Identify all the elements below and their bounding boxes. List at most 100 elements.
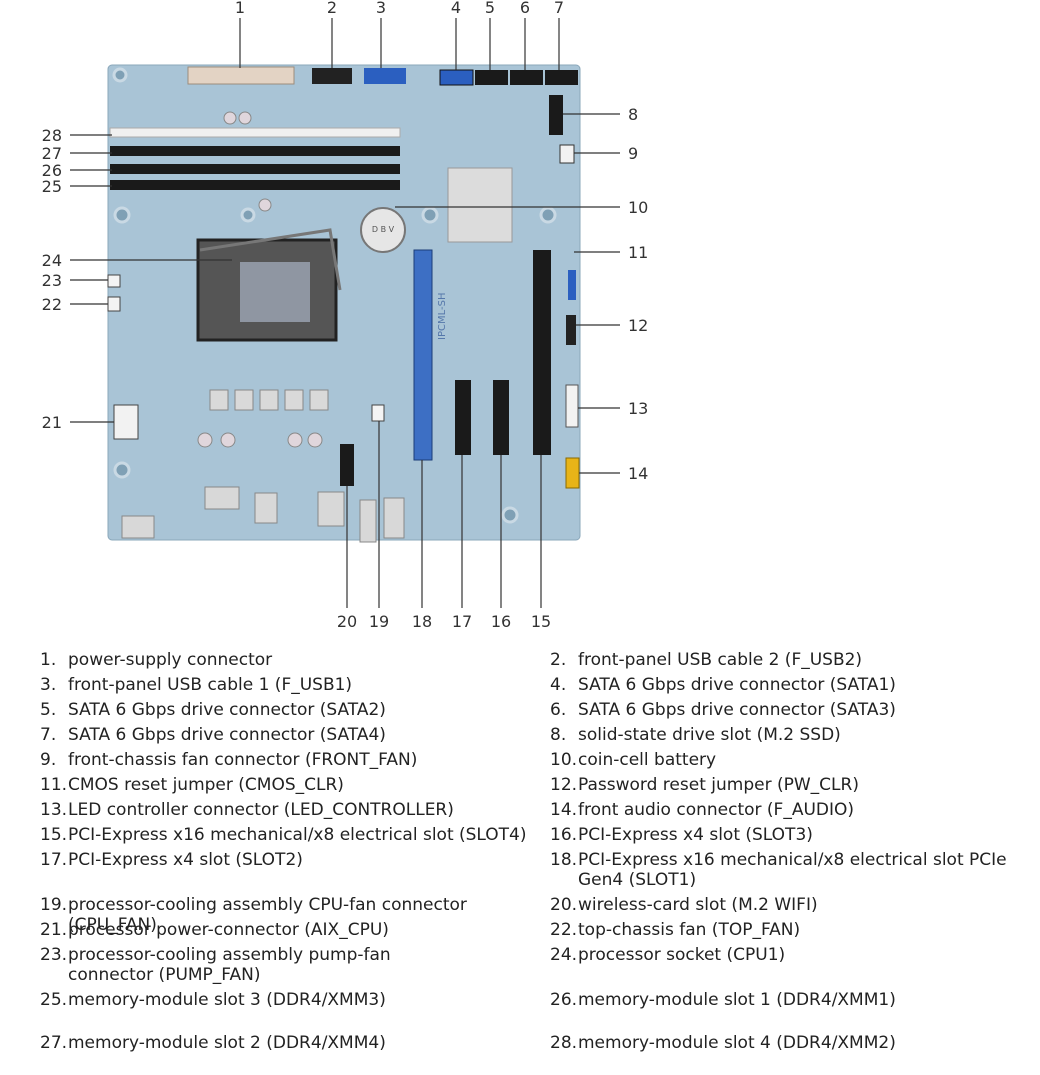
callout-25: 25 <box>42 177 62 196</box>
callout-23: 23 <box>42 271 62 290</box>
legend-text: PCI-Express x4 slot (SLOT3) <box>578 825 813 845</box>
leader-lines <box>70 18 620 608</box>
legend-num: 27. <box>40 1033 68 1053</box>
callout-16: 16 <box>491 612 511 631</box>
legend-text: front-panel USB cable 1 (F_USB1) <box>68 675 353 695</box>
legend-text: top-chassis fan (TOP_FAN) <box>578 920 801 940</box>
legend-num: 28. <box>550 1033 578 1053</box>
cpu-fan-header <box>371 404 385 422</box>
mounting-holes <box>112 67 557 524</box>
legend-text: CMOS reset jumper (CMOS_CLR) <box>68 775 344 795</box>
legend-text: memory-module slot 4 (DDR4/XMM2) <box>578 1033 896 1053</box>
legend-text: Password reset jumper (PW_CLR) <box>578 775 859 795</box>
pump-fan-header <box>107 274 121 288</box>
callout-27: 27 <box>42 144 62 163</box>
legend-num: 2. <box>550 650 567 670</box>
legend-num: 5. <box>40 700 57 720</box>
legend-text: PCI-Express x4 slot (SLOT2) <box>68 850 303 870</box>
callout-12: 12 <box>628 316 648 335</box>
callout-7: 7 <box>554 0 564 17</box>
legend-num: 21. <box>40 920 68 940</box>
power-supply-connector <box>187 66 295 85</box>
legend-num: 16. <box>550 825 578 845</box>
pcie-slot4 <box>533 250 551 455</box>
legend-text: SATA 6 Gbps drive connector (SATA2) <box>68 700 386 720</box>
pcie-slot3 <box>493 380 509 455</box>
sata2-connector <box>475 70 508 85</box>
cpu-socket-contacts <box>240 262 310 322</box>
f-audio-header <box>565 457 580 489</box>
callout-6: 6 <box>520 0 530 17</box>
callout-3: 3 <box>376 0 386 17</box>
legend-num: 1. <box>40 650 57 670</box>
memory-slots <box>109 127 401 190</box>
legend-text: memory-module slot 1 (DDR4/XMM1) <box>578 990 896 1010</box>
f-usb2-header <box>312 68 352 84</box>
legend-text: SATA 6 Gbps drive connector (SATA4) <box>68 725 386 745</box>
m2-wifi-slot <box>340 444 354 486</box>
callout-24: 24 <box>42 251 62 270</box>
callout-11: 11 <box>628 243 648 262</box>
legend-num: 11. <box>40 775 68 795</box>
sata3-connector <box>510 70 543 85</box>
sata1-connector <box>439 69 474 86</box>
legend-text: front audio connector (F_AUDIO) <box>578 800 855 820</box>
led-controller-header <box>565 384 579 428</box>
callout-15: 15 <box>531 612 551 631</box>
legend-text: memory-module slot 3 (DDR4/XMM3) <box>68 990 386 1010</box>
legend-text: PCI-Express x16 mechanical/x8 electrical… <box>68 825 527 845</box>
callout-28: 28 <box>42 126 62 145</box>
pcie-slot1 <box>413 249 433 461</box>
legend-num: 26. <box>550 990 578 1010</box>
legend-text: SATA 6 Gbps drive connector (SATA3) <box>578 700 896 720</box>
callout-17: 17 <box>452 612 472 631</box>
legend-num: 14. <box>550 800 578 820</box>
legend-num: 17. <box>40 850 68 870</box>
legend-num: 20. <box>550 895 578 915</box>
legend-num: 24. <box>550 945 578 965</box>
vrm-chokes <box>209 389 329 411</box>
callout-22: 22 <box>42 295 62 314</box>
chipset-heatsink <box>447 167 513 243</box>
pw-clr-jumper <box>566 315 576 345</box>
callout-8: 8 <box>628 105 638 124</box>
legend-num: 19. <box>40 895 68 915</box>
callout-4: 4 <box>451 0 461 17</box>
motherboard-diagram: D B V IPCML-SH <box>42 0 649 631</box>
front-fan-header <box>559 144 575 164</box>
callout-21: 21 <box>42 413 62 432</box>
legend-num: 25. <box>40 990 68 1010</box>
top-fan-header <box>107 296 121 312</box>
legend-text: front-chassis fan connector (FRONT_FAN) <box>68 750 418 770</box>
legend-num: 4. <box>550 675 567 695</box>
callout-20: 20 <box>337 612 357 631</box>
coin-cell-battery <box>360 207 406 253</box>
legend-text: solid-state drive slot (M.2 SSD) <box>578 725 841 745</box>
legend-num: 22. <box>550 920 578 940</box>
callout-9: 9 <box>628 144 638 163</box>
legend-num: 6. <box>550 700 567 720</box>
callout-13: 13 <box>628 399 648 418</box>
callout-1: 1 <box>235 0 245 17</box>
legend-text: processor-cooling assembly pump-fan conn… <box>68 945 391 985</box>
legend-num: 13. <box>40 800 68 820</box>
capacitors <box>197 111 323 448</box>
legend-text: power-supply connector <box>68 650 273 670</box>
cpu-power-connector <box>113 404 139 440</box>
legend-num: 23. <box>40 945 68 965</box>
legend-text: processor socket (CPU1) <box>578 945 786 965</box>
legend-text: memory-module slot 2 (DDR4/XMM4) <box>68 1033 386 1053</box>
legend-num: 7. <box>40 725 57 745</box>
legend-text: wireless-card slot (M.2 WIFI) <box>578 895 818 915</box>
f-usb1-header <box>364 68 406 84</box>
legend-text: processor power-connector (AIX_CPU) <box>68 920 389 940</box>
cmos-clr-jumper <box>568 270 576 300</box>
socket-lever <box>199 228 342 291</box>
legend-text: PCI-Express x16 mechanical/x8 electrical… <box>578 850 1007 890</box>
m2-ssd-slot <box>549 95 563 135</box>
legend-num: 18. <box>550 850 578 870</box>
battery-text: D B V <box>372 225 395 234</box>
legend-num: 8. <box>550 725 567 745</box>
legend-num: 10. <box>550 750 578 770</box>
callout-2: 2 <box>327 0 337 17</box>
